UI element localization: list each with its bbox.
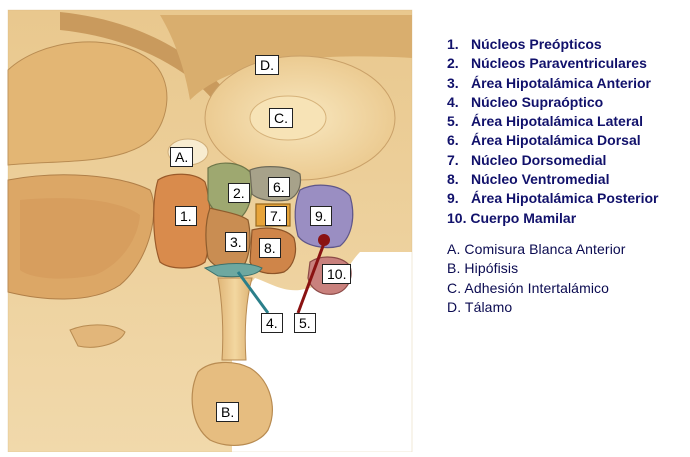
legend-number: 1. (447, 35, 471, 54)
legend-text: Núcleo Ventromedial (471, 171, 609, 187)
marker-8: 8. (259, 238, 281, 258)
legend-text: Área Hipotalámica Lateral (471, 113, 643, 129)
legend-item: 6.Área Hipotalámica Dorsal (447, 131, 687, 150)
legend-letter-item: C. Adhesión Intertalámico (447, 279, 687, 298)
brain-artwork (0, 0, 420, 452)
legend-text: Cuerpo Mamilar (470, 210, 576, 226)
marker-1: 1. (175, 206, 197, 226)
legend-letter-item: D. Tálamo (447, 298, 687, 317)
legend-text: Área Hipotalámica Anterior (471, 75, 651, 91)
marker-3: 3. (225, 232, 247, 252)
marker-7: 7. (265, 206, 287, 226)
legend-letter-item: A. Comisura Blanca Anterior (447, 240, 687, 259)
marker-10: 10. (322, 264, 351, 284)
legend-text: Área Hipotalámica Dorsal (471, 132, 641, 148)
legend-number: 3. (447, 74, 471, 93)
legend-number: 2. (447, 54, 471, 73)
pointer-5-tip (318, 234, 330, 246)
legend-number: 5. (447, 112, 471, 131)
legend: 1.Núcleos Preópticos 2.Núcleos Paraventr… (447, 35, 687, 317)
legend-number: 10. (447, 210, 466, 226)
legend-text: Núcleo Supraóptico (471, 94, 603, 110)
legend-item: 4.Núcleo Supraóptico (447, 93, 687, 112)
legend-item: 10. Cuerpo Mamilar (447, 209, 687, 228)
legend-number: 7. (447, 151, 471, 170)
legend-text: Núcleos Paraventriculares (471, 55, 647, 71)
marker-4: 4. (261, 313, 283, 333)
marker-b: B. (216, 402, 239, 422)
marker-6: 6. (268, 177, 290, 197)
legend-item: 2.Núcleos Paraventriculares (447, 54, 687, 73)
hypothalamus-illustration: D. C. A. 1. 2. 6. 7. 9. 3. 8. 10. 4. 5. … (0, 0, 420, 452)
legend-number: 6. (447, 131, 471, 150)
legend-gap (447, 228, 687, 240)
legend-text: Núcleos Preópticos (471, 36, 602, 52)
legend-number: 8. (447, 170, 471, 189)
legend-text: Núcleo Dorsomedial (471, 152, 606, 168)
legend-item: 7.Núcleo Dorsomedial (447, 151, 687, 170)
marker-d: D. (255, 55, 279, 75)
legend-text: Área Hipotalámica Posterior (471, 190, 659, 206)
legend-number: 4. (447, 93, 471, 112)
marker-5: 5. (294, 313, 316, 333)
marker-9: 9. (310, 206, 332, 226)
legend-number: 9. (447, 189, 471, 208)
marker-c: C. (269, 108, 293, 128)
legend-item: 9.Área Hipotalámica Posterior (447, 189, 687, 208)
legend-item: 1.Núcleos Preópticos (447, 35, 687, 54)
legend-item: 8.Núcleo Ventromedial (447, 170, 687, 189)
legend-item: 3.Área Hipotalámica Anterior (447, 74, 687, 93)
pituitary-stalk (218, 278, 252, 360)
legend-letter-item: B. Hipófisis (447, 259, 687, 278)
marker-a: A. (170, 147, 193, 167)
legend-item: 5.Área Hipotalámica Lateral (447, 112, 687, 131)
marker-2: 2. (228, 183, 250, 203)
